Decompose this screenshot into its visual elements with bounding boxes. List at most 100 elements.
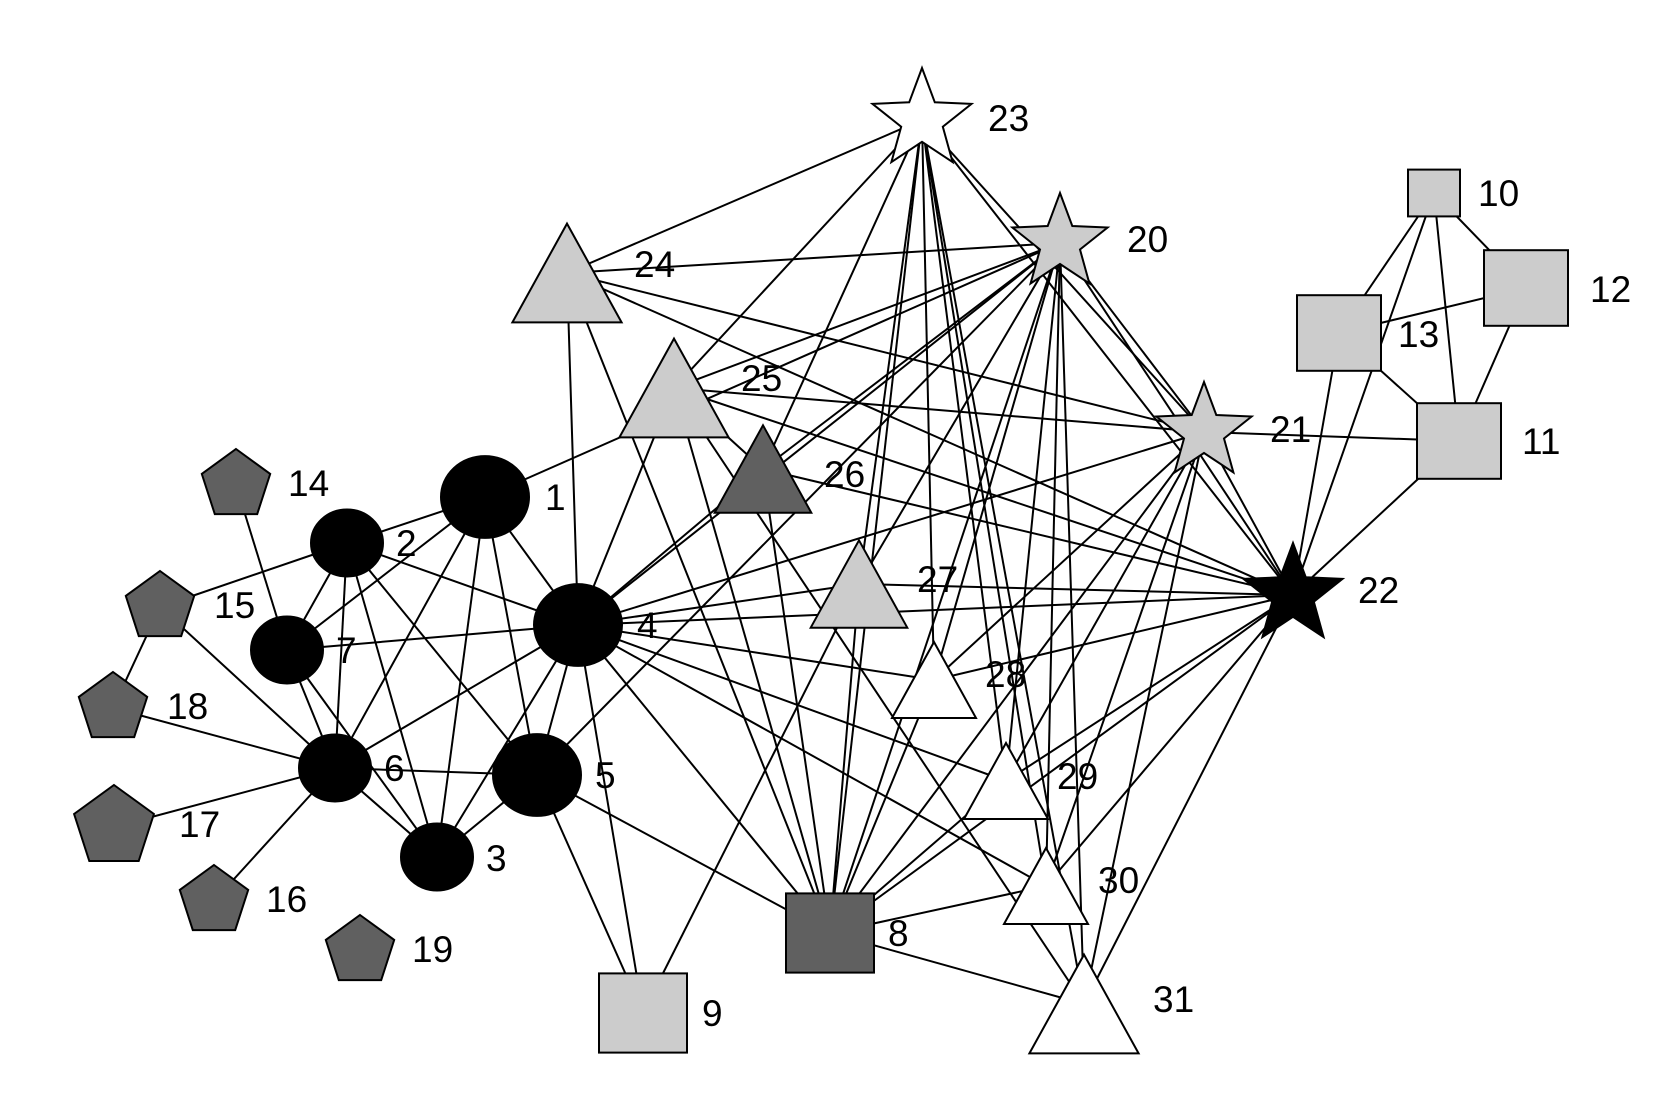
edge-29-23	[921, 119, 1007, 782]
edge-27-23	[858, 119, 923, 585]
edge-8-21	[829, 431, 1205, 934]
node-label-6: 6	[384, 748, 405, 789]
edge-24-8	[566, 272, 831, 934]
edge-24-23	[566, 119, 923, 274]
edge-2-6	[334, 542, 348, 769]
edge-6-15	[159, 606, 336, 769]
node-label-13: 13	[1398, 314, 1439, 355]
node-label-16: 16	[266, 879, 307, 920]
edge-3-4	[436, 624, 579, 858]
node-label-12: 12	[1590, 269, 1631, 310]
node-label-24: 24	[634, 244, 675, 285]
edge-4-9	[577, 624, 644, 1014]
node-label-1: 1	[545, 477, 566, 518]
node-label-26: 26	[824, 454, 865, 495]
node-label-27: 27	[917, 559, 958, 600]
node-7-circle	[250, 615, 324, 685]
edge-4-28	[577, 624, 935, 681]
node-label-31: 31	[1153, 979, 1194, 1020]
node-6-circle	[298, 733, 372, 803]
edge-4-20	[577, 242, 1061, 626]
node-11-square	[1416, 402, 1502, 480]
edge-8-22	[829, 594, 1294, 934]
edge-4-30	[577, 624, 1047, 887]
node-label-22: 22	[1358, 570, 1399, 611]
edge-25-23	[673, 119, 923, 389]
edge-30-21	[1045, 431, 1205, 887]
node-label-10: 10	[1478, 173, 1519, 214]
node-label-18: 18	[167, 686, 208, 727]
node-label-19: 19	[412, 929, 453, 970]
node-16-pentagon	[178, 863, 250, 932]
node-label-8: 8	[888, 913, 909, 954]
node-label-29: 29	[1057, 756, 1098, 797]
edge-31-23	[921, 119, 1085, 1005]
edge-25-22	[673, 387, 1294, 596]
node-label-23: 23	[988, 98, 1029, 139]
edge-2-5	[346, 542, 538, 776]
edge-28-20	[933, 242, 1061, 681]
node-label-25: 25	[741, 358, 782, 399]
edge-1-5	[484, 496, 538, 776]
node-8-square	[785, 892, 875, 974]
node-label-4: 4	[637, 605, 658, 646]
node-label-3: 3	[486, 838, 507, 879]
node-1-circle	[440, 455, 530, 539]
node-5-circle	[492, 733, 582, 817]
node-label-14: 14	[288, 463, 329, 504]
edge-24-20	[566, 242, 1061, 274]
edge-26-8	[762, 468, 831, 934]
edge-27-8	[829, 583, 860, 934]
edge-6-4	[334, 624, 579, 769]
edge-31-20	[1059, 242, 1085, 1005]
node-label-5: 5	[595, 755, 616, 796]
edge-4-8	[577, 624, 831, 934]
node-17-pentagon	[72, 783, 156, 862]
edge-8-20	[829, 242, 1061, 934]
node-2-circle	[310, 508, 384, 578]
node-label-7: 7	[336, 630, 357, 671]
edge-25-8	[673, 387, 831, 934]
edge-10-11	[1433, 192, 1460, 442]
node-18-pentagon	[77, 670, 149, 739]
edge-26-22	[762, 468, 1294, 596]
node-20-star	[1009, 190, 1111, 286]
node-label-2: 2	[396, 523, 417, 564]
node-10-square	[1407, 168, 1461, 218]
node-23-star	[869, 65, 975, 165]
node-27-triangle	[809, 538, 909, 629]
edge-26-20	[762, 242, 1061, 470]
node-label-28: 28	[985, 654, 1026, 695]
edge-25-20	[673, 242, 1061, 389]
node-15-pentagon	[124, 569, 196, 638]
node-label-20: 20	[1127, 219, 1168, 260]
edge-28-8	[829, 679, 935, 934]
edge-26-23	[762, 119, 923, 470]
node-label-15: 15	[214, 585, 255, 626]
node-label-30: 30	[1098, 860, 1139, 901]
edge-28-23	[921, 119, 935, 681]
node-13-square	[1296, 294, 1382, 372]
edge-1-3	[436, 496, 486, 858]
node-21-star	[1153, 379, 1255, 475]
edge-27-9	[642, 583, 860, 1014]
edge-4-29	[577, 624, 1007, 782]
node-label-9: 9	[702, 993, 723, 1034]
edge-28-22	[933, 594, 1294, 681]
node-label-17: 17	[179, 804, 220, 845]
node-9-square	[598, 972, 688, 1054]
node-12-square	[1483, 249, 1569, 327]
edge-4-24	[566, 272, 579, 626]
edge-24-22	[566, 272, 1294, 596]
edge-22-23	[921, 119, 1294, 596]
edge-30-20	[1045, 242, 1061, 887]
edge-1-6	[334, 496, 486, 769]
edge-30-22	[1045, 594, 1294, 887]
node-label-11: 11	[1522, 421, 1560, 462]
edge-6-18	[112, 707, 336, 769]
edge-30-23	[921, 119, 1047, 887]
edge-4-22	[577, 594, 1294, 626]
node-22-star	[1240, 540, 1346, 640]
node-3-circle	[400, 822, 474, 892]
